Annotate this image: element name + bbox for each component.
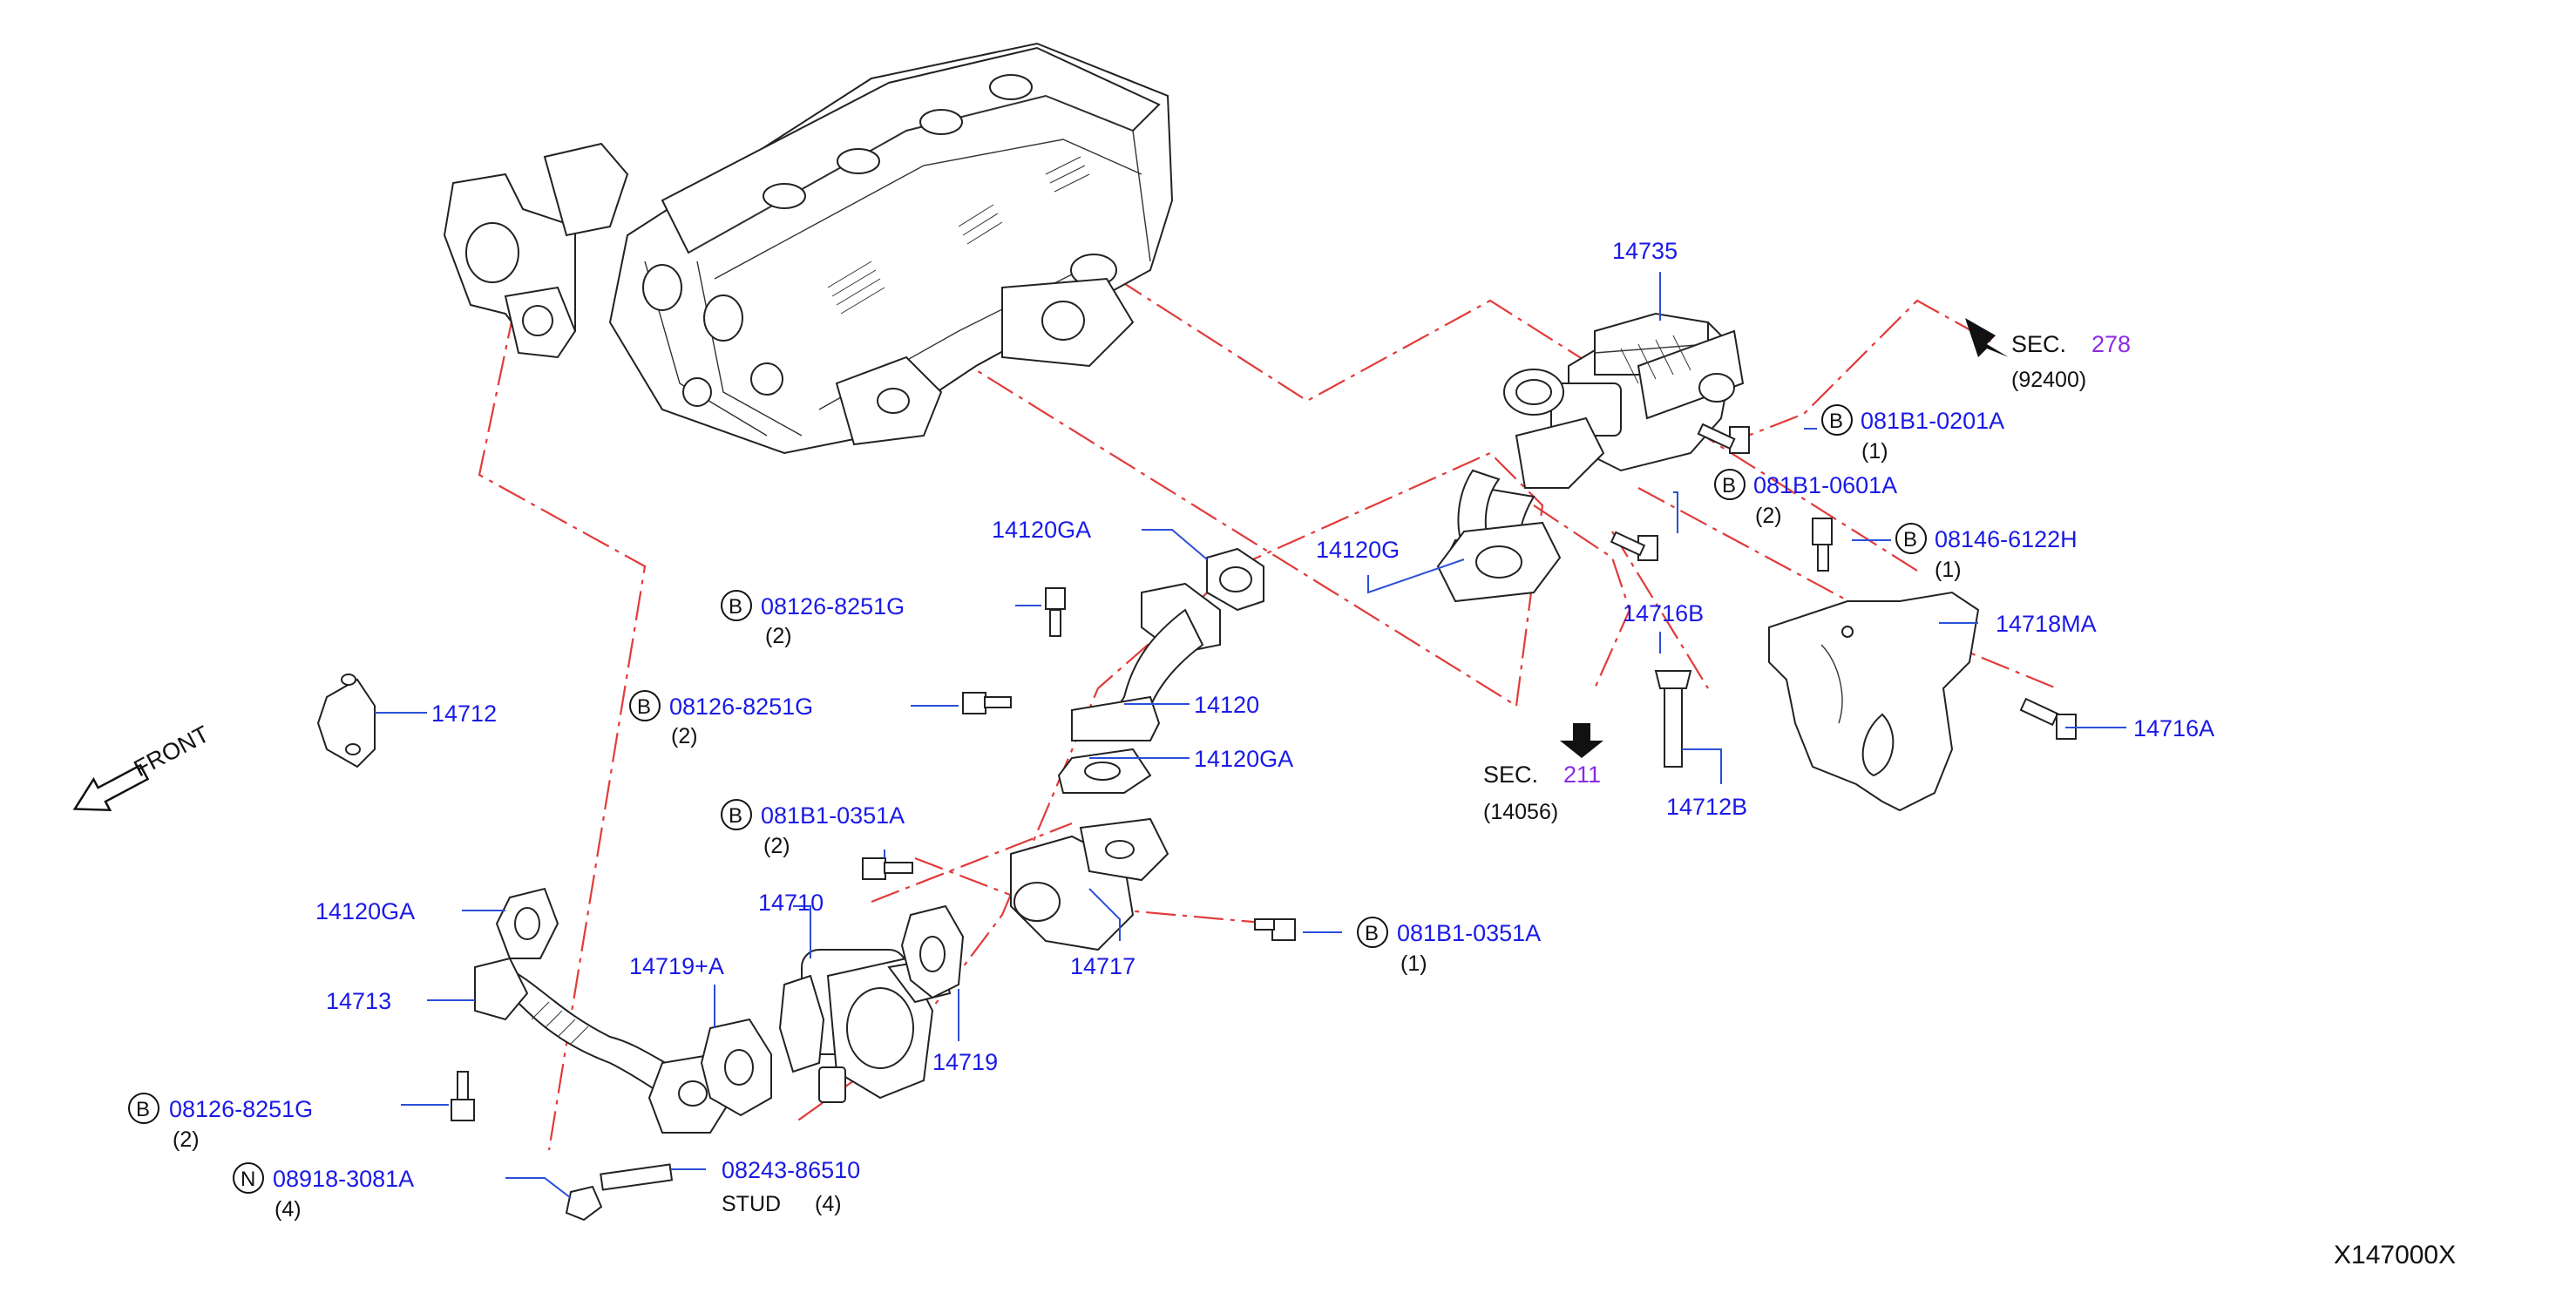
part-label-14718ma[interactable]: 14718MA bbox=[1996, 611, 2097, 637]
front-label: FRONT bbox=[130, 721, 214, 782]
section-code: (14056) bbox=[1483, 800, 1558, 824]
fastener-qty: (1) bbox=[1861, 439, 1888, 464]
egr-pipe-14120-illustration bbox=[1057, 547, 1264, 794]
fastener-08126-8251g-upper[interactable]: B 08126-8251G (2) bbox=[721, 590, 905, 648]
fastener-08126-8251g-mid[interactable]: B 08126-8251G (2) bbox=[629, 690, 813, 748]
bolts bbox=[451, 423, 2077, 1222]
fastener-qty: (1) bbox=[1400, 951, 1427, 976]
fastener-081b1-0601a[interactable]: B 081B1-0601A (2) bbox=[1714, 469, 1897, 528]
part-label-14120ga-mid[interactable]: 14120GA bbox=[1194, 746, 1293, 772]
part-label-14712[interactable]: 14712 bbox=[431, 701, 497, 727]
fastener-prefix: B bbox=[729, 595, 742, 619]
part-label-14712b[interactable]: 14712B bbox=[1666, 794, 1747, 820]
fastener-prefix: B bbox=[729, 804, 742, 828]
sec-278-arrow-icon bbox=[1965, 318, 2009, 357]
gasket-14120g-illustration bbox=[1436, 521, 1562, 603]
fastener-pn[interactable]: 081B1-0601A bbox=[1753, 472, 1897, 498]
stud-qty: (4) bbox=[815, 1192, 842, 1216]
fastener-qty: (2) bbox=[1755, 504, 1782, 528]
part-label-14735[interactable]: 14735 bbox=[1612, 238, 1678, 264]
sec-211-arrow-icon bbox=[1560, 723, 1603, 758]
part-label-14710[interactable]: 14710 bbox=[758, 890, 824, 916]
fastener-pn[interactable]: 08126-8251G bbox=[669, 694, 813, 720]
part-label-14120[interactable]: 14120 bbox=[1194, 692, 1259, 718]
section-number[interactable]: 278 bbox=[2091, 331, 2131, 357]
fastener-qty: (2) bbox=[173, 1127, 200, 1152]
section-prefix: SEC. bbox=[2011, 331, 2066, 357]
diagram-id: X147000X bbox=[2334, 1241, 2456, 1269]
engine-cylinder-head bbox=[443, 42, 1174, 455]
part-label-14719a[interactable]: 14719+A bbox=[629, 953, 724, 979]
section-prefix: SEC. bbox=[1483, 762, 1538, 788]
adapter-14717-illustration bbox=[1010, 817, 1169, 951]
part-label-14120g[interactable]: 14120G bbox=[1316, 537, 1400, 563]
part-label-14713[interactable]: 14713 bbox=[326, 988, 391, 1014]
stud-label: STUD bbox=[722, 1192, 781, 1216]
fastener-prefix: B bbox=[1722, 474, 1736, 498]
fastener-qty: (4) bbox=[275, 1197, 302, 1222]
section-ref-278[interactable]: SEC. 278 (92400) bbox=[2011, 331, 2131, 392]
fastener-pn[interactable]: 08918-3081A bbox=[273, 1166, 414, 1192]
part-label-14717[interactable]: 14717 bbox=[1070, 953, 1135, 979]
part-label-14716b[interactable]: 14716B bbox=[1623, 600, 1704, 626]
fastener-08126-8251g-lower[interactable]: B 08126-8251G (2) bbox=[128, 1093, 313, 1152]
fastener-prefix: B bbox=[637, 695, 651, 719]
fastener-qty: (1) bbox=[1935, 558, 1962, 582]
fastener-pn[interactable]: 08126-8251G bbox=[761, 593, 905, 619]
front-arrow-icon bbox=[72, 763, 150, 812]
fastener-08146-6122h[interactable]: B 08146-6122H (1) bbox=[1895, 523, 2078, 582]
fastener-prefix: B bbox=[1365, 922, 1379, 945]
gasket-14712-illustration bbox=[316, 674, 376, 768]
fastener-081b1-0351a-one[interactable]: B 081B1-0351A (1) bbox=[1357, 917, 1541, 976]
fastener-08918-3081a-nut[interactable]: N 08918-3081A (4) bbox=[233, 1162, 414, 1222]
fastener-prefix: N bbox=[241, 1168, 255, 1191]
fastener-pn[interactable]: 081B1-0351A bbox=[761, 802, 905, 829]
gasket-14719-illustration bbox=[900, 904, 965, 999]
part-label-14120ga-low[interactable]: 14120GA bbox=[315, 898, 415, 924]
part-label-14719[interactable]: 14719 bbox=[932, 1049, 998, 1075]
egr-tube-14713-illustration bbox=[474, 887, 734, 1134]
part-label-14120ga-top[interactable]: 14120GA bbox=[992, 517, 1091, 543]
fastener-qty: (2) bbox=[763, 834, 790, 858]
gasket-14719a-illustration bbox=[700, 1018, 772, 1117]
fastener-qty: (2) bbox=[671, 724, 698, 748]
section-ref-211[interactable]: SEC. 211 (14056) bbox=[1483, 762, 1601, 824]
part-label-stud[interactable]: 08243-86510 bbox=[722, 1157, 860, 1183]
fastener-pn[interactable]: 08146-6122H bbox=[1935, 526, 2078, 552]
fastener-081b1-0351a-two[interactable]: B 081B1-0351A (2) bbox=[721, 799, 905, 858]
fastener-prefix: B bbox=[136, 1098, 150, 1121]
egr-cooler-illustration bbox=[1445, 312, 1745, 576]
fastener-prefix: B bbox=[1903, 528, 1917, 552]
section-number[interactable]: 211 bbox=[1563, 762, 1601, 788]
fastener-pn[interactable]: 08126-8251G bbox=[169, 1096, 313, 1122]
fastener-qty: (2) bbox=[765, 624, 792, 648]
section-code: (92400) bbox=[2011, 368, 2086, 392]
leader-lines bbox=[375, 272, 2126, 1199]
fastener-pn[interactable]: 081B1-0351A bbox=[1397, 920, 1541, 946]
fastener-081b1-0201a[interactable]: B 081B1-0201A (1) bbox=[1821, 404, 2004, 464]
fastener-pn[interactable]: 081B1-0201A bbox=[1861, 408, 2004, 434]
part-label-14716a[interactable]: 14716A bbox=[2133, 715, 2214, 741]
fastener-prefix: B bbox=[1829, 410, 1843, 433]
heat-shield-14718ma-illustration bbox=[1768, 591, 1980, 812]
